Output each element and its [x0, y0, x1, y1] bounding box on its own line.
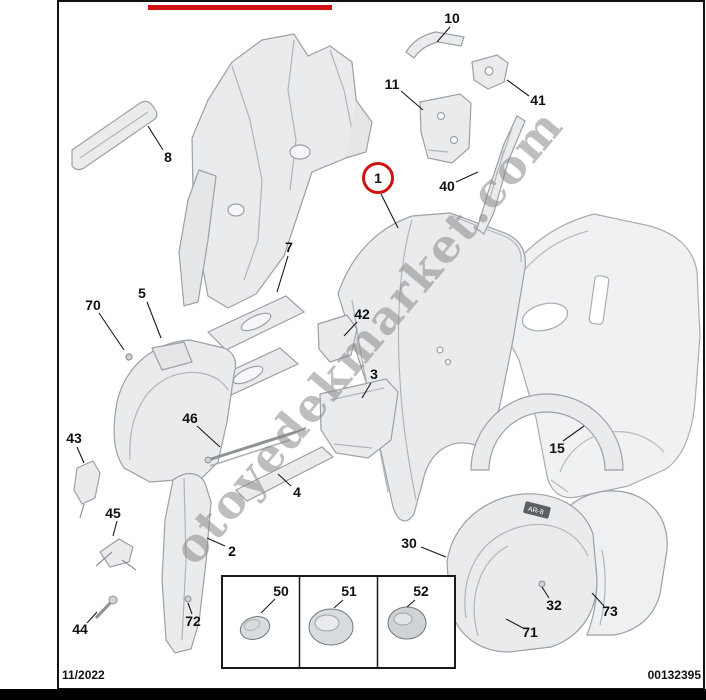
part-label-11[interactable]: 11 [384, 76, 400, 92]
part-label-3[interactable]: 3 [370, 366, 378, 382]
part-44-screw [94, 595, 118, 620]
part-2-pillar [161, 473, 212, 654]
part-label-41[interactable]: 41 [530, 92, 546, 108]
part-8-rail [71, 100, 158, 171]
part-72-rivet [184, 595, 192, 603]
part-inner-structure-assembly [178, 33, 373, 309]
part-43-clip [73, 460, 101, 519]
footer-date: 11/2022 [62, 668, 105, 682]
part-label-44[interactable]: 44 [72, 621, 88, 637]
part-10-bracket [405, 31, 465, 59]
bottom-black-bar [0, 689, 706, 700]
part-30-wheel-arch-liner: AR-8 [446, 493, 598, 653]
part-label-45[interactable]: 45 [105, 505, 121, 521]
part-40-seal-strip [476, 115, 526, 235]
part-label-7[interactable]: 7 [285, 239, 293, 255]
red-header-line [148, 5, 332, 10]
part-label-4[interactable]: 4 [293, 484, 301, 500]
part-label-2[interactable]: 2 [228, 543, 236, 559]
part-label-30[interactable]: 30 [401, 535, 417, 551]
plug-51 [308, 608, 354, 646]
part-label-40[interactable]: 40 [439, 178, 455, 194]
part-3-bracket [319, 378, 399, 459]
part-11-bracket [419, 93, 472, 164]
part-70-screw [125, 353, 133, 361]
part-label-73[interactable]: 73 [602, 603, 618, 619]
part-label-43[interactable]: 43 [66, 430, 82, 446]
leader-lines [76, 26, 605, 629]
part-4-strip [234, 446, 335, 502]
part-bodyside-panel [493, 213, 701, 499]
part-label-10[interactable]: 10 [444, 10, 460, 26]
plug-50 [239, 616, 271, 640]
part-label-51[interactable]: 51 [341, 583, 357, 599]
plug-52 [387, 606, 427, 640]
part-5-wheelhouse-inner [113, 339, 237, 483]
part-41-bracket [471, 54, 509, 90]
part-label-71[interactable]: 71 [522, 624, 538, 640]
part-label-70[interactable]: 70 [85, 297, 101, 313]
part-label-5[interactable]: 5 [138, 285, 146, 301]
part-15-arch-trim [470, 393, 624, 471]
part-label-72[interactable]: 72 [185, 613, 201, 629]
part-label-42[interactable]: 42 [354, 306, 370, 322]
liner-tag-text: AR-8 [527, 506, 544, 517]
part-label-52[interactable]: 52 [413, 583, 429, 599]
part-label-15[interactable]: 15 [549, 440, 565, 456]
part-label-50[interactable]: 50 [273, 583, 289, 599]
part-46-rod [204, 427, 307, 467]
part-45-clip [95, 538, 137, 571]
inset-box [221, 575, 456, 669]
footer-code: 00132395 [647, 668, 701, 682]
part-42-bracket [317, 314, 358, 363]
part-label-1[interactable]: 1 [362, 162, 394, 194]
part-label-46[interactable]: 46 [182, 410, 198, 426]
part-label-8[interactable]: 8 [164, 149, 172, 165]
part-label-32[interactable]: 32 [546, 597, 562, 613]
